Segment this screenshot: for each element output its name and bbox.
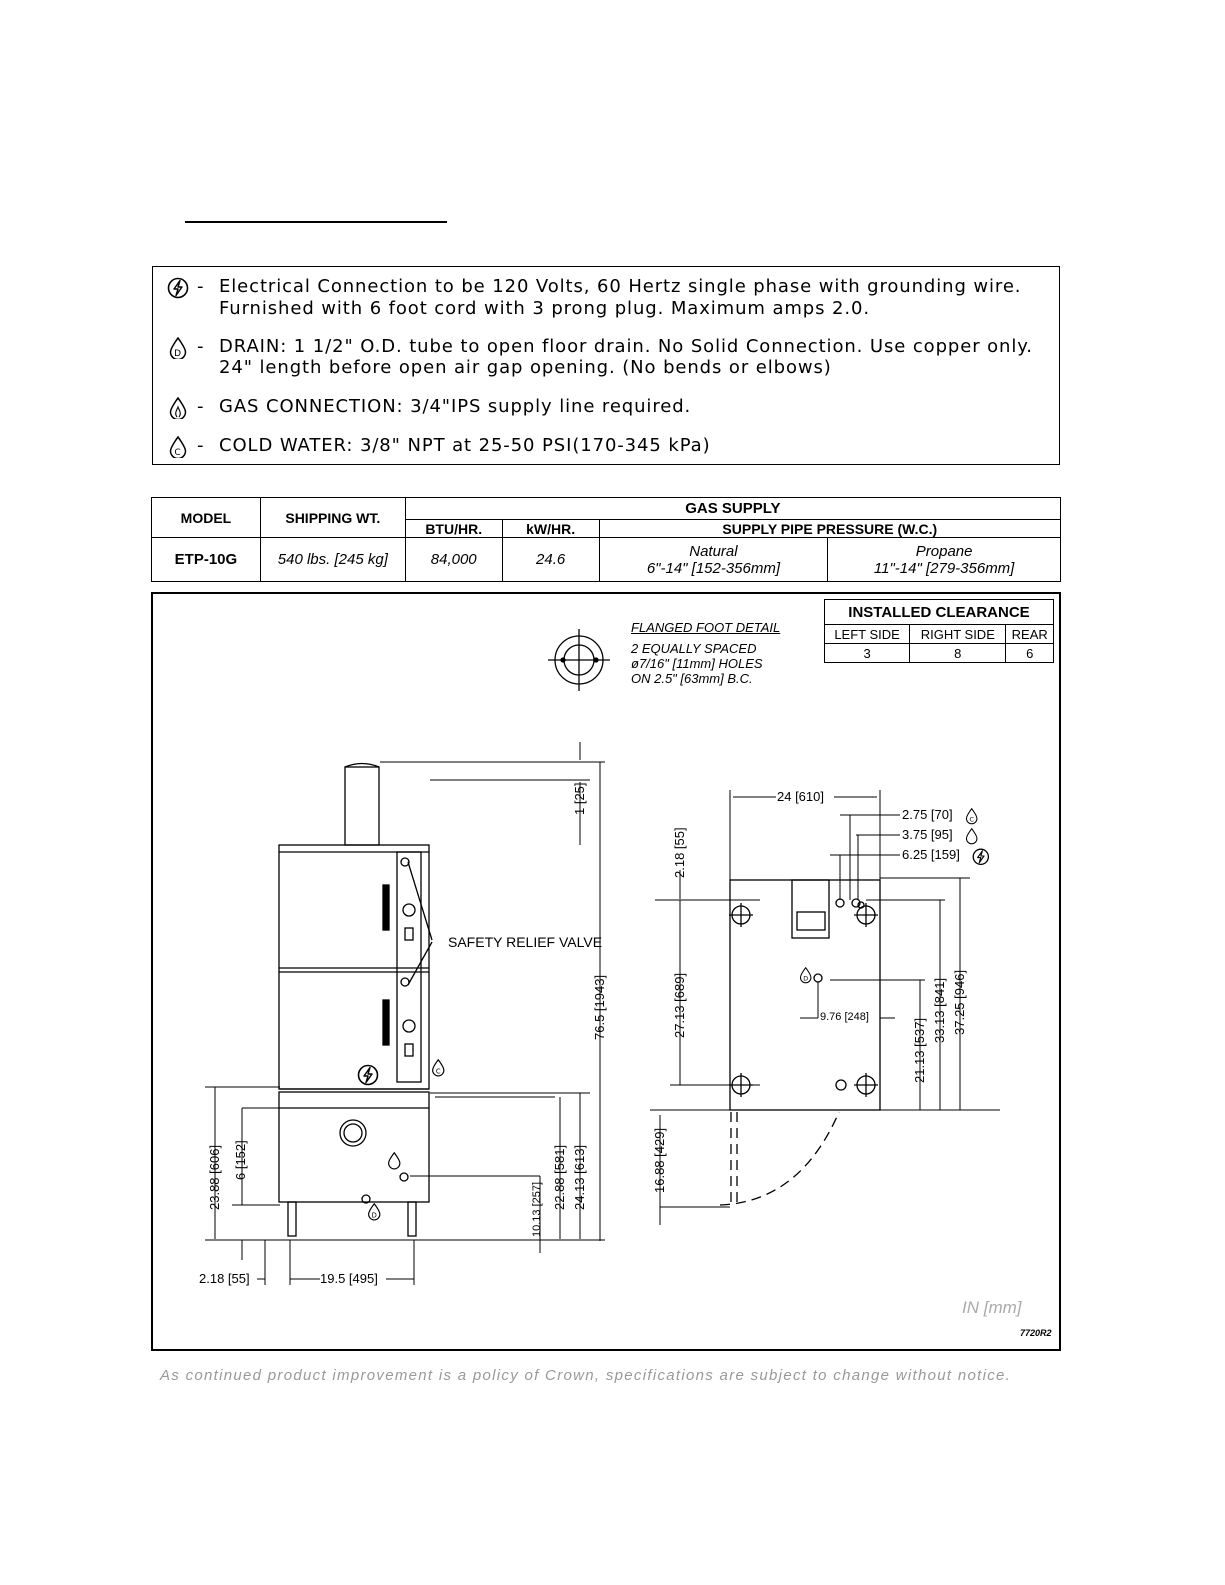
note-line: Furnished with 6 foot cord with 3 prong … bbox=[219, 298, 870, 319]
dimension-label: 10.13 [257] bbox=[531, 1181, 543, 1237]
header-rule bbox=[185, 221, 447, 223]
dimension-label: 6.25 [159] bbox=[902, 847, 960, 862]
kw-value: 24.6 bbox=[501, 537, 600, 582]
foot-detail-line: 2 EQUALLY SPACED bbox=[631, 641, 757, 656]
clearance-title: INSTALLED CLEARANCE bbox=[824, 599, 1054, 625]
safety-valve-label: SAFETY RELIEF VALVE bbox=[448, 934, 603, 950]
btu-value: 84,000 bbox=[404, 537, 503, 582]
note-dash: - bbox=[197, 396, 205, 417]
cold-water-icon: C bbox=[169, 436, 187, 458]
note-line: COLD WATER: 3/8" NPT at 25-50 PSI(170-34… bbox=[219, 435, 711, 456]
units-label: IN [mm] bbox=[962, 1298, 1022, 1317]
footer-disclaimer: As continued product improvement is a po… bbox=[160, 1367, 1012, 1384]
front-dimension-lines bbox=[205, 742, 605, 1285]
header-kw: kW/HR. bbox=[501, 519, 600, 538]
dimension-label: 19.5 [495] bbox=[320, 1271, 378, 1286]
dimension-label: 24 [610] bbox=[777, 789, 824, 804]
drain-icon: D bbox=[368, 1203, 381, 1221]
clearance-left-label: LEFT SIDE bbox=[823, 624, 911, 644]
gas-icon bbox=[169, 397, 187, 419]
svg-text:D: D bbox=[372, 1211, 377, 1219]
dimension-label: 37.25 [946] bbox=[952, 969, 967, 1035]
propane-label: Propane bbox=[915, 542, 973, 560]
plan-utility-icons: C D bbox=[799, 808, 990, 984]
header-model: MODEL bbox=[151, 497, 261, 538]
svg-text:D: D bbox=[174, 349, 182, 359]
dimension-label: 23.88 [606] bbox=[207, 1144, 222, 1210]
dimension-label: 1 [25] bbox=[572, 782, 587, 815]
dimension-label: 22.88 [581] bbox=[552, 1144, 567, 1210]
electric-icon bbox=[972, 848, 990, 866]
foot-detail-title: FLANGED FOOT DETAIL bbox=[631, 620, 781, 635]
natural-cell: Natural 6"-14" [152-356mm] bbox=[598, 537, 829, 582]
dimension-label: 9.76 [248] bbox=[820, 1011, 869, 1023]
svg-text:C: C bbox=[969, 816, 974, 823]
clearance-table: INSTALLED CLEARANCE LEFT SIDE RIGHT SIDE… bbox=[823, 599, 1054, 663]
cold-water-icon: C bbox=[965, 808, 978, 825]
natural-value: 6"-14" [152-356mm] bbox=[646, 559, 781, 577]
dimension-label: 24.13 [613] bbox=[572, 1144, 587, 1210]
svg-text:D: D bbox=[803, 975, 808, 982]
model-value: ETP-10G bbox=[151, 537, 261, 582]
note-line: GAS CONNECTION: 3/4"IPS supply line requ… bbox=[219, 396, 692, 417]
dimension-label: 3.75 [95] bbox=[902, 827, 953, 842]
svg-text:C: C bbox=[174, 448, 181, 458]
dimension-label: 76.5 [1943] bbox=[592, 974, 607, 1040]
dimension-label: 2.18 [55] bbox=[199, 1271, 250, 1286]
drawing-frame bbox=[151, 592, 1061, 1351]
dimension-label: 27.13 [689] bbox=[672, 972, 687, 1038]
dimension-label: 2.18 [55] bbox=[672, 827, 687, 878]
shipping-value: 540 lbs. [245 kg] bbox=[259, 537, 406, 582]
electric-icon bbox=[357, 1064, 379, 1086]
drain-icon: D bbox=[799, 967, 812, 984]
note-line: Electrical Connection to be 120 Volts, 6… bbox=[219, 276, 1022, 297]
dimension-label: 2.75 [70] bbox=[902, 807, 953, 822]
propane-value: 11"-14" [279-356mm] bbox=[873, 559, 1015, 577]
drawing-number: 7720R2 bbox=[1020, 1328, 1052, 1338]
drain-icon: D bbox=[169, 337, 187, 359]
front-view-drawing bbox=[278, 762, 433, 1237]
clearance-rear-value: 6 bbox=[1005, 643, 1054, 663]
front-utility-icons: C D bbox=[357, 1059, 445, 1221]
flanged-foot-diagram bbox=[548, 629, 610, 691]
foot-detail-line: ø7/16" [11mm] HOLES bbox=[631, 656, 763, 671]
plan-view-drawing bbox=[719, 879, 881, 1206]
note-dash: - bbox=[197, 336, 205, 357]
header-pressure: SUPPLY PIPE PRESSURE (W.C.) bbox=[598, 519, 1062, 538]
gas-icon bbox=[965, 828, 978, 845]
dimension-label: 21.13 [537] bbox=[912, 1017, 927, 1083]
utility-notes: - Electrical Connection to be 120 Volts,… bbox=[152, 266, 1060, 465]
dimension-label: 16.88 [429] bbox=[652, 1127, 667, 1193]
svg-text:C: C bbox=[436, 1067, 441, 1075]
natural-label: Natural bbox=[689, 542, 738, 560]
dimension-label: 6 [152] bbox=[233, 1140, 248, 1180]
clearance-right-value: 8 bbox=[909, 643, 1007, 663]
gas-icon bbox=[388, 1152, 401, 1170]
spec-table: MODEL SHIPPING WT. GAS SUPPLY BTU/HR. kW… bbox=[151, 497, 1062, 582]
cold-water-icon: C bbox=[432, 1059, 445, 1077]
note-line: DRAIN: 1 1/2" O.D. tube to open floor dr… bbox=[219, 336, 1033, 357]
header-shipping-wt: SHIPPING WT. bbox=[259, 497, 406, 538]
foot-detail-line: ON 2.5" [63mm] B.C. bbox=[631, 671, 753, 686]
note-line: 24" length before open air gap opening. … bbox=[219, 357, 832, 378]
note-dash: - bbox=[197, 276, 205, 297]
dimension-label: 33.13 [841] bbox=[932, 977, 947, 1043]
note-dash: - bbox=[197, 435, 205, 456]
plan-dimension-lines bbox=[650, 790, 1000, 1225]
propane-cell: Propane 11"-14" [279-356mm] bbox=[827, 537, 1061, 582]
